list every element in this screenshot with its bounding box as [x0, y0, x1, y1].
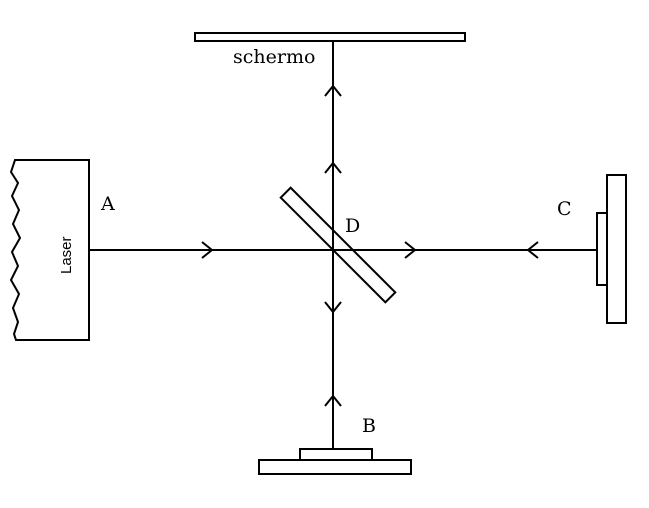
- screen-label: schermo: [233, 46, 315, 68]
- laser-label: Laser: [58, 236, 75, 274]
- mirror-c-mount: [596, 212, 608, 286]
- label-a: A: [100, 193, 115, 215]
- screen: [194, 32, 466, 42]
- laser-box: [9, 159, 90, 341]
- mirror-b-mount: [299, 448, 373, 461]
- arrow-up-icon: [324, 84, 342, 97]
- arrow-right-icon: [404, 241, 417, 259]
- arrow-right-icon: [201, 241, 214, 259]
- arrow-up-icon: [324, 394, 342, 407]
- label-b: B: [362, 415, 376, 437]
- arrow-down-icon: [324, 301, 342, 314]
- label-d: D: [345, 215, 360, 237]
- arrow-up-icon: [324, 161, 342, 174]
- arrow-left-icon: [526, 241, 539, 259]
- label-c: C: [557, 198, 572, 220]
- mirror-b: [258, 459, 412, 475]
- beam-splitter: [279, 186, 397, 304]
- mirror-c: [606, 174, 627, 324]
